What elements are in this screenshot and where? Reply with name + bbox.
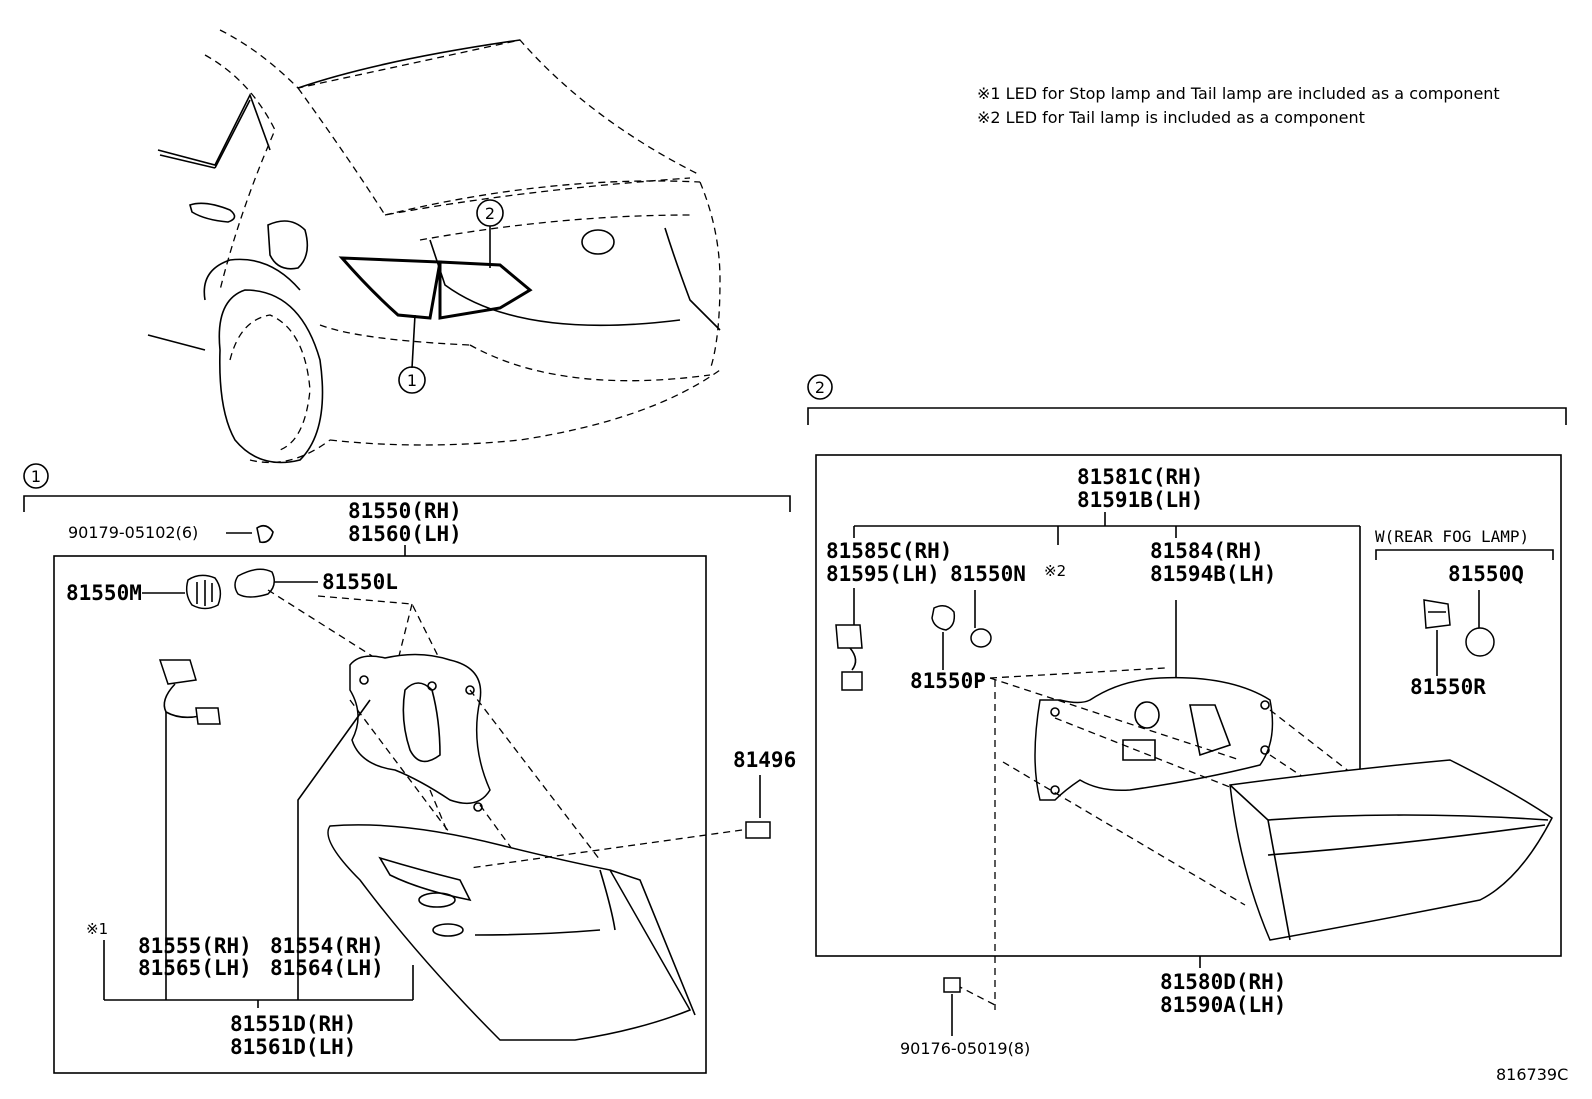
part-81581c-rh: 81581C(RH) <box>1077 465 1203 489</box>
part-81550q: 81550Q <box>1448 562 1524 586</box>
part-81554-rh: 81554(RH) <box>270 934 384 958</box>
note-led-stop-tail: ※1 LED for Stop lamp and Tail lamp are i… <box>977 84 1500 103</box>
note-led-tail: ※2 LED for Tail lamp is included as a co… <box>977 108 1365 127</box>
part-81550r: 81550R <box>1410 675 1486 699</box>
bulb-81550l-icon <box>234 568 275 598</box>
part-81555-rh: 81555(RH) <box>138 934 252 958</box>
wire-harness-81555-icon <box>158 659 221 988</box>
clip-81496-icon <box>745 821 771 839</box>
part-81560-lh: 81560(LH) <box>348 522 462 546</box>
part-81580d-rh: 81580D(RH) <box>1160 970 1286 994</box>
section-1-box <box>53 555 707 1074</box>
part-81550-rh: 81550(RH) <box>348 499 462 523</box>
screw-90176-icon <box>943 977 961 993</box>
section-1-marker-circle <box>23 463 49 489</box>
socket-81550r-icon <box>1423 599 1451 629</box>
diagram-code: 816739C <box>1496 1065 1568 1084</box>
svg-text:1: 1 <box>407 371 417 390</box>
bulb-81550q-icon <box>1465 627 1495 657</box>
part-81550p: 81550P <box>910 669 986 693</box>
callout-2-car: 2 <box>476 199 504 227</box>
socket-81550m-icon <box>185 574 222 610</box>
screw-icon <box>256 524 274 544</box>
part-81550n: 81550N <box>950 562 1026 586</box>
inner-lamp-81580d-icon <box>1229 759 1553 941</box>
part-81594b-lh: 81594B(LH) <box>1150 562 1276 586</box>
wire-harness-81585c-icon <box>835 588 863 691</box>
part-81565-lh: 81565(LH) <box>138 956 252 980</box>
part-81550l: 81550L <box>322 570 398 594</box>
part-81590a-lh: 81590A(LH) <box>1160 993 1286 1017</box>
part-81564-lh: 81564(LH) <box>270 956 384 980</box>
part-90176-05019: 90176-05019(8) <box>900 1039 1030 1058</box>
section-2-inner-lamp: 2 81581C(RH) 81591B(LH) 81585C(RH) 81595… <box>807 374 1567 1058</box>
section-2-marker: 2 <box>815 378 825 397</box>
socket-81550p-icon <box>931 605 956 631</box>
part-81496: 81496 <box>733 748 796 772</box>
fog-lamp-label: W(REAR FOG LAMP) <box>1375 527 1529 546</box>
part-90179-05102: 90179-05102(6) <box>68 523 198 542</box>
note-mark-2: ※2 <box>1044 562 1066 580</box>
gasket-81554-icon <box>349 653 491 812</box>
gasket-81584-icon <box>1034 676 1274 801</box>
section-1-outer-lamp: 1 81550(RH) 81560(LH) 90179-05102(6) 815… <box>23 463 796 1074</box>
svg-text:2: 2 <box>485 204 495 223</box>
outer-lamp-81551d-icon <box>327 824 696 1041</box>
section-1-marker: 1 <box>31 467 41 486</box>
note-mark-1: ※1 <box>86 920 108 938</box>
part-81595-lh: 81595(LH) <box>826 562 940 586</box>
section-2-box <box>815 454 1562 957</box>
callout-1-car: 1 <box>398 366 426 394</box>
part-81591b-lh: 81591B(LH) <box>1077 488 1203 512</box>
part-81584-rh: 81584(RH) <box>1150 539 1264 563</box>
car-rear-illustration <box>147 29 721 464</box>
part-81551d-rh: 81551D(RH) <box>230 1012 356 1036</box>
bulb-81550n-icon <box>970 628 992 648</box>
part-81550m: 81550M <box>66 581 142 605</box>
part-81585c-rh: 81585C(RH) <box>826 539 952 563</box>
part-81561d-lh: 81561D(LH) <box>230 1035 356 1059</box>
section-2-marker-circle <box>807 374 833 400</box>
